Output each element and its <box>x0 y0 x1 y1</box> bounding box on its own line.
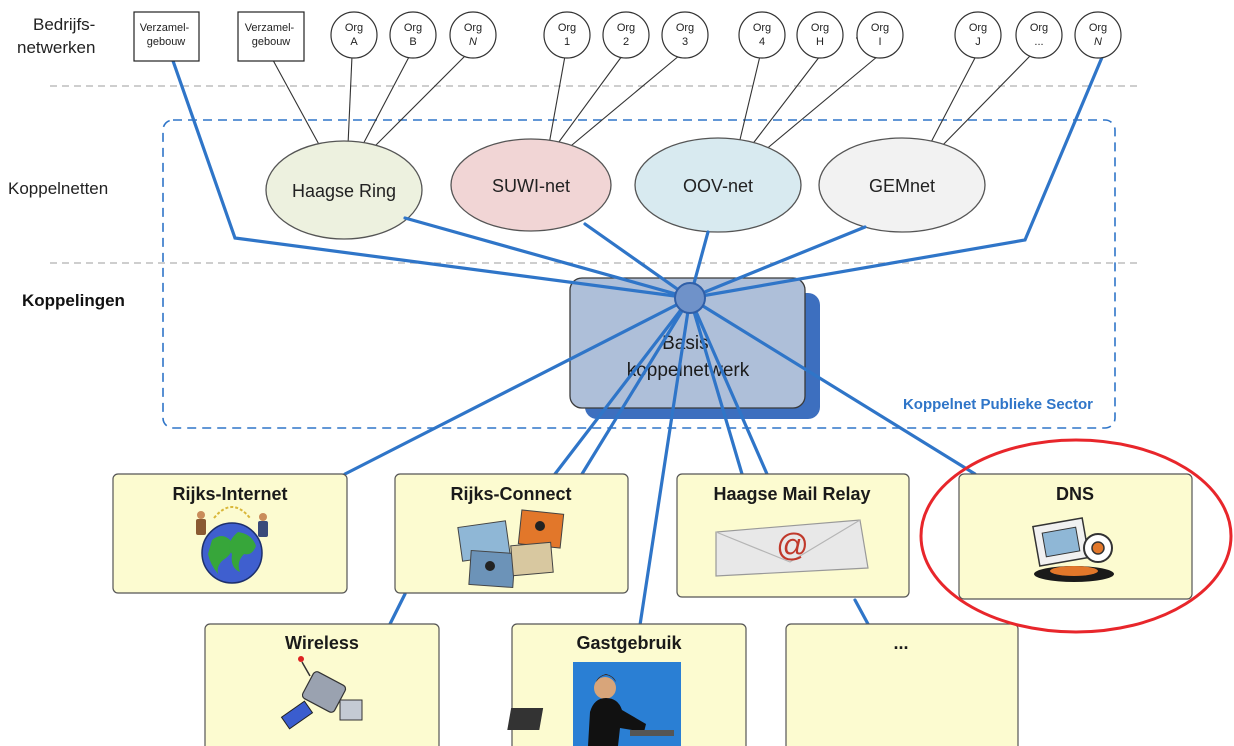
koppelnet-gemnet: GEMnet <box>818 137 986 233</box>
mail-icon: @ <box>715 519 869 577</box>
oov-net-ellipse <box>634 137 802 233</box>
globe-icon <box>196 506 268 584</box>
haagse-ring-ellipse <box>265 140 423 240</box>
laptop-user-icon <box>507 662 681 746</box>
puzzle-icon <box>457 509 565 589</box>
rijks-internet-label: Rijks-Internet <box>172 484 287 504</box>
backbone-links <box>170 53 1105 627</box>
server-icon <box>1032 517 1114 582</box>
gemnet-label: GEMnet <box>869 176 935 196</box>
row-label-koppelingen: Koppelingen <box>22 291 125 310</box>
oov-net-label: OOV-net <box>683 176 753 196</box>
building-verzamelgebouw-1: Verzamel- gebouw <box>133 11 200 62</box>
service-wireless: Wireless <box>204 623 440 746</box>
more-label: ... <box>893 633 908 653</box>
koppelnet-suwi-net: SUWI-net <box>450 138 612 232</box>
haagse-mail-relay-label: Haagse Mail Relay <box>713 484 870 504</box>
dns-highlight-ellipse <box>919 438 1233 634</box>
svg-text:Verzamel- gebouw: Verzamel- gebouw <box>245 22 298 48</box>
service-haagse-mail-relay: Haagse Mail Relay @ <box>676 473 910 598</box>
koppelnet-oov-net: OOV-net <box>634 137 802 233</box>
svg-text:Org...: Org... <box>1030 22 1048 48</box>
svg-text:@: @ <box>776 527 808 563</box>
row-label-bedrijfsnetwerken: Bedrijfs- netwerken <box>17 15 100 57</box>
suwi-net-label: SUWI-net <box>492 176 570 196</box>
row-label-koppelnetten: Koppelnetten <box>8 179 108 198</box>
building-verzamelgebouw-2: Verzamel- gebouw <box>237 11 305 62</box>
dns-label: DNS <box>1056 484 1094 504</box>
gastgebruik-label: Gastgebruik <box>576 633 682 653</box>
service-gastgebruik: Gastgebruik <box>507 623 747 746</box>
wireless-label: Wireless <box>285 633 359 653</box>
org-ellipsis-node: Org... <box>1015 11 1063 59</box>
service-rijks-internet: Rijks-Internet <box>112 473 348 594</box>
service-dns: DNS <box>958 473 1193 600</box>
hub-node <box>674 282 706 314</box>
svg-text:Verzamel- gebouw: Verzamel- gebouw <box>140 22 193 48</box>
gemnet-ellipse <box>818 137 986 233</box>
koppelnet-publieke-sector-label: Koppelnet Publieke Sector <box>903 396 1093 413</box>
service-more: ... <box>785 623 1019 746</box>
service-rijks-connect: Rijks-Connect <box>394 473 629 594</box>
suwi-net-ellipse <box>450 138 612 232</box>
rijks-connect-label: Rijks-Connect <box>450 484 571 504</box>
satellite-icon <box>280 656 363 730</box>
koppelnet-haagse-ring: Haagse Ring <box>265 140 423 240</box>
koppelnet-publieke-sector-box <box>162 119 1116 429</box>
haagse-ring-label: Haagse Ring <box>292 181 396 201</box>
org-links <box>267 37 1031 157</box>
